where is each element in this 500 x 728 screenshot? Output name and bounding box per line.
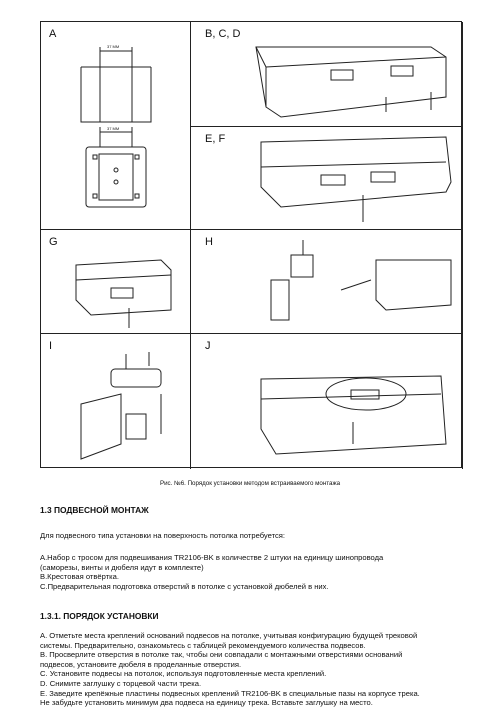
panel-ef-drawing	[260, 136, 452, 222]
procedure-steps: А. Отметьте места креплений оснований по…	[40, 631, 480, 708]
dimension-label-bottom: 37 MM	[107, 126, 120, 131]
panel-j-drawing	[260, 375, 447, 455]
section-heading: 1.3 ПОДВЕСНОЙ МОНТАЖ	[40, 505, 149, 515]
panel-a-drawing	[80, 47, 152, 208]
requirement-a-line2: (саморезы, винты и дюбеля идут в комплек…	[40, 562, 204, 572]
section-intro: Для подвесного типа установки на поверхн…	[40, 531, 286, 540]
step-line-4: подвесов, установите дюбеля в проделанны…	[40, 659, 242, 669]
panel-ef-label: E, F	[205, 133, 226, 145]
step-line-2: системы. Предварительно, ознакомьтесь с …	[40, 640, 366, 650]
panel-j: J	[191, 334, 463, 469]
step-line-8: Не забудьте установить минимум два подве…	[40, 698, 373, 708]
panel-bcd-label: B, C, D	[205, 28, 241, 40]
panel-g: G	[41, 230, 191, 334]
panel-i-drawing	[80, 352, 162, 460]
step-line-1: А. Отметьте места креплений оснований по…	[40, 631, 418, 640]
dimension-label-top: 37 MM	[107, 44, 120, 49]
panel-a-label: A	[49, 28, 57, 40]
requirement-a-line1: А.Набор с тросом для подвешивания TR2106…	[40, 553, 384, 562]
installation-figure: A 37 MM 37 MM B, C, D	[40, 21, 463, 469]
panel-i-label: I	[49, 340, 53, 352]
panel-bcd: B, C, D	[191, 22, 463, 127]
panel-j-label: J	[205, 340, 211, 352]
panel-h-drawing	[270, 240, 452, 321]
panel-i: I	[41, 334, 191, 469]
subsection-heading: 1.3.1. ПОРЯДОК УСТАНОВКИ	[40, 611, 159, 621]
panel-h-label: H	[205, 236, 213, 248]
step-line-5: С. Установите подвесы на потолок, исполь…	[40, 669, 327, 679]
figure-caption: Рис. №6. Порядок установки методом встра…	[159, 480, 341, 487]
panel-h: H	[191, 230, 463, 334]
panel-a: A 37 MM 37 MM	[41, 22, 191, 230]
step-line-7: E. Заведите крепёжные пластины подвесных…	[40, 688, 420, 698]
step-line-3: В. Просверлите отверстия в потолке так, …	[40, 650, 403, 660]
panel-bcd-drawing	[255, 46, 447, 118]
requirement-b: В.Крестовая отвёртка.	[40, 572, 119, 582]
requirements-list: А.Набор с тросом для подвешивания TR2106…	[40, 553, 480, 591]
requirement-c: С.Предварительная подготовка отверстий в…	[40, 581, 329, 591]
panel-g-drawing	[75, 259, 172, 328]
panel-ef: E, F	[191, 127, 463, 230]
step-line-6: D. Снимите заглушку с торцевой части тре…	[40, 678, 202, 688]
panel-g-label: G	[49, 236, 58, 248]
